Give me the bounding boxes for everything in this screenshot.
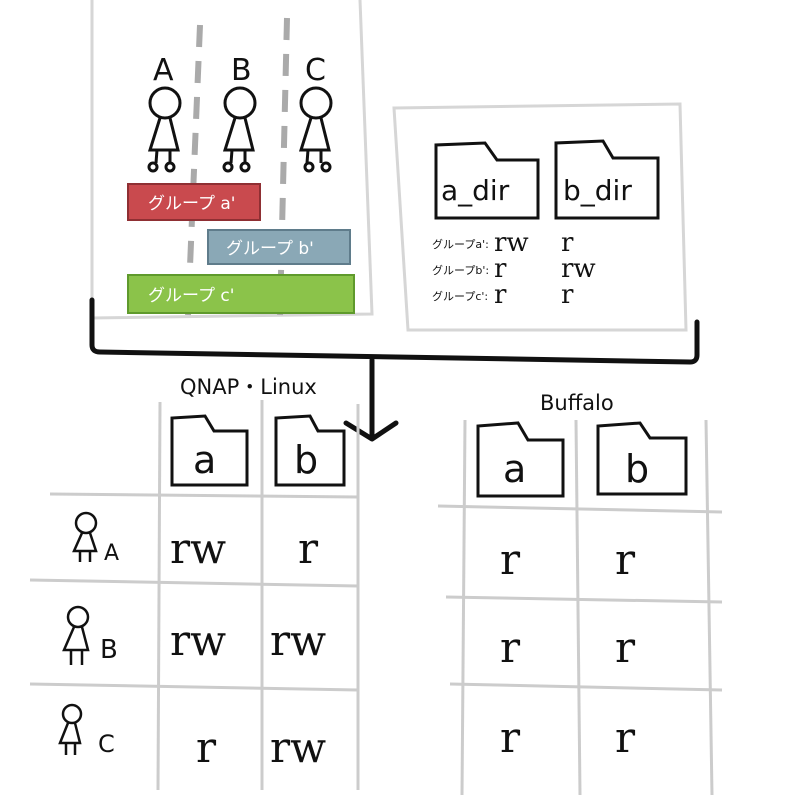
dashed-line-b [277, 17, 290, 316]
dir-perm-b-0: r [561, 228, 574, 258]
buffalo-cell-1-a: r [500, 535, 521, 584]
qnap-cell-a-b: r [298, 524, 319, 573]
dir-perm-group-1: グループb': [432, 263, 489, 277]
dir-perm-group-2: グループc': [432, 289, 488, 303]
buffalo-cell-1-b: r [615, 535, 636, 584]
buffalo-table-title: Buffalo [540, 391, 614, 415]
qnap-row-b-person-icon [62, 605, 90, 665]
user-a-label: A [153, 53, 174, 88]
buffalo-cell-2-b: r [615, 623, 636, 672]
a-dir-label: a_dir [441, 174, 510, 207]
qnap-col-b: b [294, 438, 318, 482]
buffalo-folder-a-icon [476, 421, 565, 498]
buffalo-cell-3-a: r [500, 713, 521, 762]
qnap-cell-b-a: rw [170, 616, 226, 665]
user-c-label: C [305, 53, 326, 88]
dir-perm-a-1: r [494, 254, 507, 284]
buffalo-cell-3-b: r [615, 713, 636, 762]
dir-perm-a-2: r [494, 280, 507, 310]
qnap-cell-c-b: rw [270, 723, 326, 772]
user-b-figure [222, 86, 257, 173]
b-dir-folder-icon [554, 139, 660, 220]
qnap-table-title: QNAP・Linux [180, 375, 317, 399]
buffalo-col-a: a [503, 447, 526, 491]
users-groups-panel: A B C グループ a' グループ b' [90, 0, 374, 320]
qnap-col-a: a [193, 438, 216, 482]
buffalo-col-b: b [625, 447, 649, 491]
qnap-folder-b-icon [274, 414, 346, 487]
user-a-figure [147, 86, 182, 173]
group-c-bar: グループ c' [127, 274, 355, 314]
qnap-cell-b-b: rw [270, 616, 326, 665]
qnap-row-a-user: A [104, 541, 119, 566]
brace-connector [89, 297, 700, 442]
user-c-figure [298, 86, 333, 173]
qnap-row-b-user: B [100, 635, 118, 665]
qnap-row-a-person-icon [72, 511, 98, 562]
down-arrow-head [343, 420, 399, 442]
qnap-row-c-person-icon [58, 703, 83, 755]
qnap-row-c-user: C [98, 730, 115, 758]
group-c-label: グループ c' [148, 286, 234, 306]
qnap-cell-c-a: r [196, 723, 217, 772]
a-dir-folder-icon [434, 141, 540, 220]
group-b-label: グループ b' [226, 239, 314, 259]
dir-perm-b-1: rw [561, 254, 596, 284]
dir-perm-a-0: rw [494, 228, 529, 258]
dashed-line-a [185, 24, 203, 316]
dir-perm-group-0: グループa': [432, 237, 489, 251]
dir-perm-b-2: r [561, 280, 574, 310]
buffalo-cell-2-a: r [500, 623, 521, 672]
qnap-cell-a-a: rw [170, 524, 226, 573]
buffalo-table: Buffalo a b r r r r r r [437, 391, 723, 796]
group-a-bar: グループ a' [127, 183, 261, 221]
user-b-label: B [231, 53, 252, 88]
buffalo-folder-b-icon [596, 421, 688, 496]
group-a-label: グループ a' [148, 194, 235, 214]
qnap-folder-a-icon [170, 414, 249, 487]
directories-panel: a_dir b_dir グループa': rw r グループb': r rw グル… [392, 102, 688, 332]
group-b-bar: グループ b' [207, 229, 351, 265]
qnap-table: QNAP・Linux a b A B C rw [29, 375, 360, 791]
b-dir-label: b_dir [563, 174, 632, 207]
